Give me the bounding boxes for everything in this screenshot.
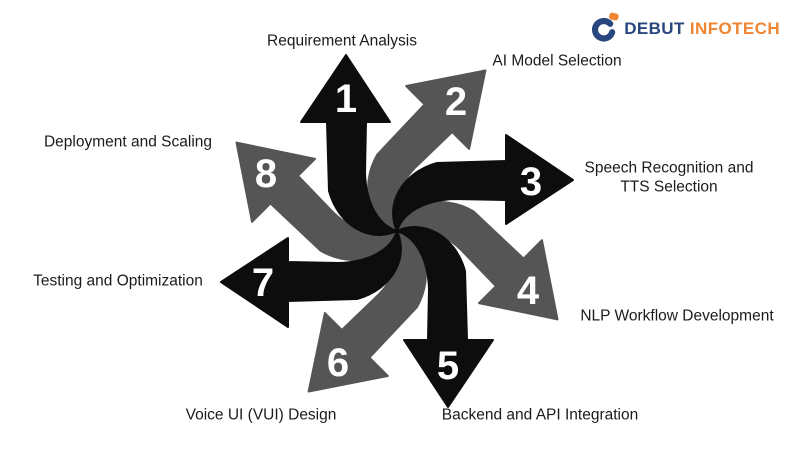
- debut-infotech-logo-icon: [592, 12, 619, 42]
- step-number-7: 7: [252, 261, 274, 305]
- step-number-5: 5: [437, 344, 459, 388]
- step-label-ai-model-selection: AI Model Selection: [492, 52, 622, 70]
- step-label-speech-recognition: Speech Recognition and TTS Selection: [584, 159, 754, 196]
- step-number-1: 1: [335, 77, 357, 121]
- step-label-voice-ui-design: Voice UI (VUI) Design: [185, 406, 337, 424]
- step-number-4: 4: [517, 269, 540, 313]
- logo-text-infotech: INFOTECH: [689, 18, 780, 38]
- step-number-8: 8: [255, 152, 277, 196]
- debut-infotech-logo-text: DEBUT INFOTECH: [624, 19, 780, 39]
- step-label-requirement-analysis: Requirement Analysis: [267, 32, 417, 50]
- step-label-nlp-workflow: NLP Workflow Development: [580, 307, 774, 325]
- step-label-deployment-scaling: Deployment and Scaling: [43, 133, 213, 151]
- step-number-2: 2: [445, 80, 467, 124]
- debut-infotech-logo: DEBUT INFOTECH: [590, 12, 780, 45]
- step-number-6: 6: [327, 341, 349, 385]
- step-number-3: 3: [520, 160, 542, 204]
- logo-text-debut: DEBUT: [624, 18, 685, 38]
- step-label-backend-api: Backend and API Integration: [441, 406, 639, 424]
- step-label-testing-optimization: Testing and Optimization: [33, 272, 203, 290]
